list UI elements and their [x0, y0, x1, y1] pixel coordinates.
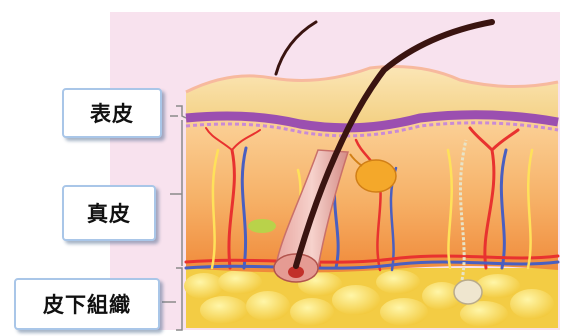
- label-subcutaneous: 皮下組織: [14, 278, 160, 330]
- sensory-receptor: [248, 219, 276, 233]
- label-dermis: 真皮: [62, 185, 156, 241]
- pacinian-corpuscle: [454, 280, 482, 304]
- label-epidermis: 表皮: [62, 88, 162, 138]
